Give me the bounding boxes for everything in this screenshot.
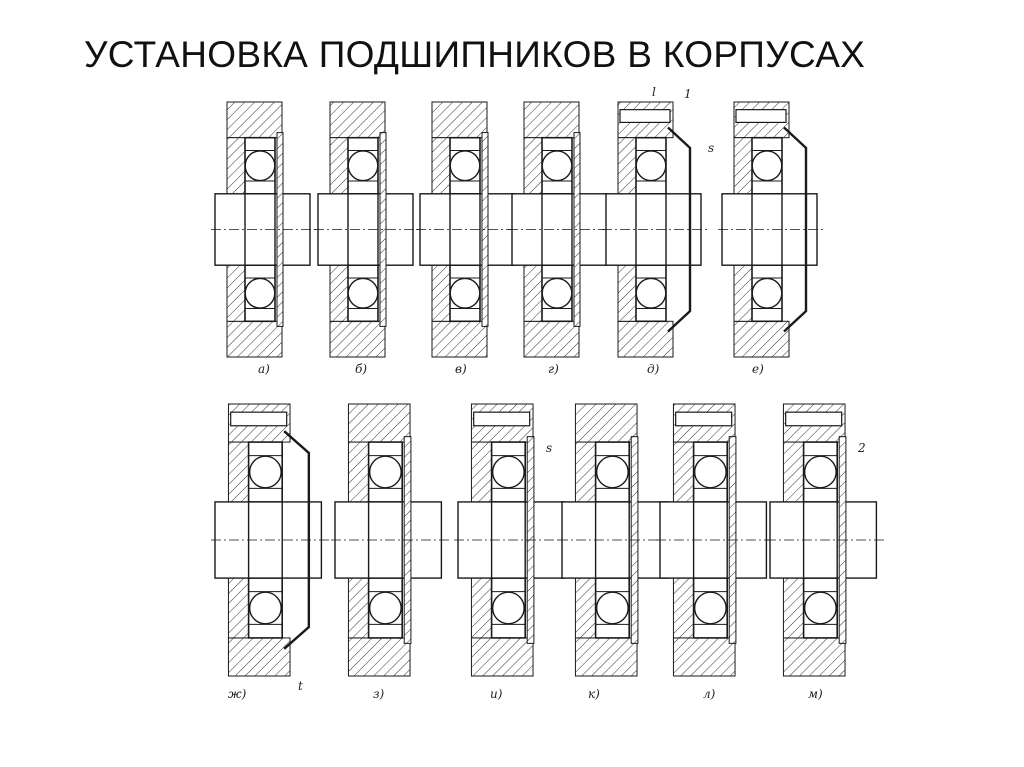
caption-row1-6: е): [752, 362, 764, 376]
caption-row2-1: ж): [228, 687, 247, 701]
annotation-part-2: 2: [857, 441, 866, 455]
bearing-sketch-1: [211, 101, 319, 358]
bearing-sketch-12: [766, 403, 886, 677]
caption-row1-2: б): [355, 362, 367, 376]
caption-row1-5: д): [647, 362, 660, 376]
bearing-sketch-9: [454, 403, 574, 677]
caption-row2-5: л): [703, 687, 716, 701]
annotation-s-top: s: [708, 141, 714, 155]
caption-row1-3: в): [455, 362, 467, 376]
caption-row1-4: г): [548, 362, 559, 376]
slide-title: УСТАНОВКА ПОДШИПНИКОВ В КОРПУСАХ: [84, 34, 866, 75]
bearing-sketch-5: [602, 101, 710, 358]
caption-row2-2: з): [373, 687, 385, 701]
bearing-sketch-8: [331, 403, 451, 677]
caption-row1-1: а): [258, 362, 270, 376]
caption-row2-6: м): [808, 687, 823, 701]
bearing-sketch-7: [211, 403, 331, 677]
bearing-sketch-3: [416, 101, 524, 358]
annotation-t: t: [298, 679, 303, 693]
annotation-part-1: 1: [684, 87, 692, 101]
bearing-sketch-11: [656, 403, 776, 677]
annotation-s-i: s: [546, 441, 552, 455]
caption-row2-4: к): [588, 687, 600, 701]
bearing-sketch-6: [718, 101, 826, 358]
bearing-sketch-2: [314, 101, 422, 358]
bearing-sketch-4: [508, 101, 616, 358]
bearing-sketch-10: [558, 403, 678, 677]
caption-row2-3: и): [490, 687, 503, 701]
annotation-l: l: [652, 85, 656, 99]
